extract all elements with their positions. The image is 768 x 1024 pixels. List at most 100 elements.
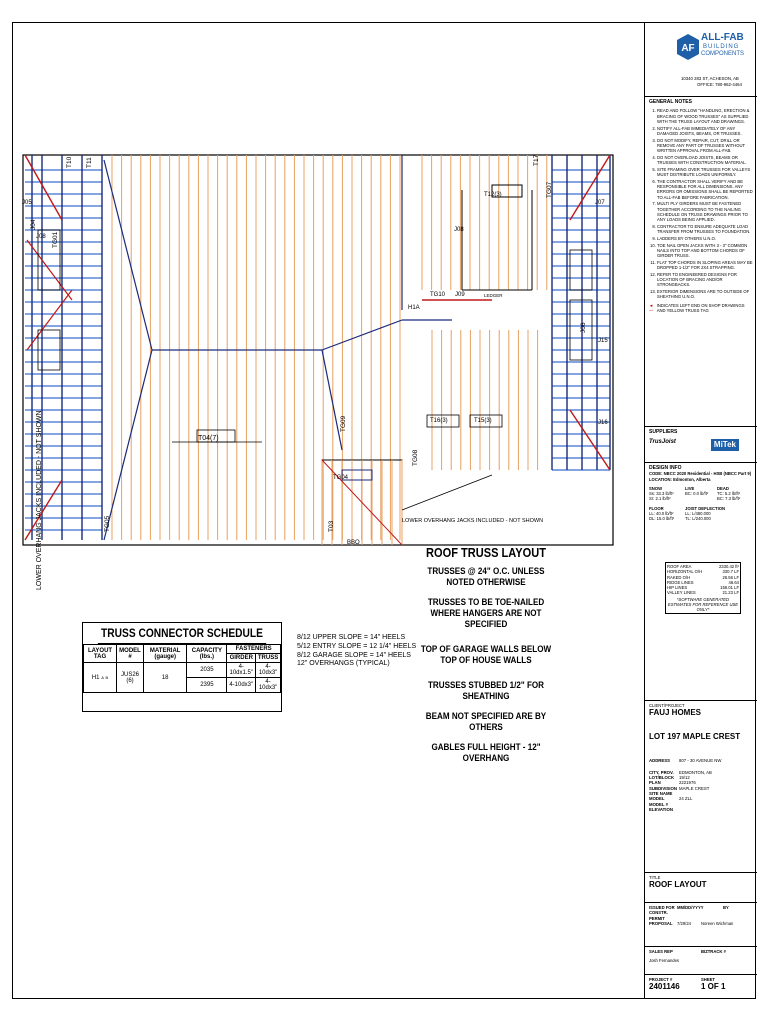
label-bbo: BBO: [347, 540, 360, 546]
general-notes-title: GENERAL NOTES: [649, 99, 692, 105]
list-item: TOE NAIL OPEN JACKS WITH 3 - 3" COMMON N…: [657, 243, 753, 259]
roof-plan: T04(7) T12(3) T16(3) T15(3) TG10 J09 LED…: [22, 150, 614, 550]
project-number: 2401146: [649, 982, 680, 992]
list-item: REFER TO ENGINEERED DESIGNS FOR LOCATION…: [657, 272, 753, 288]
roof-stat-key: RAKED O/H: [667, 574, 691, 580]
company-name-2: BUILDING: [703, 44, 740, 50]
sheet-number: 1 OF 1: [701, 982, 726, 992]
legend-text: INDICATES LEFT END ON SHOP DRAWINGS AND …: [656, 302, 745, 313]
list-item: CONTRACTOR TO ENSURE ADEQUATE LOAD TRANS…: [657, 224, 753, 235]
roof-layout-notes: ROOF TRUSS LAYOUT TRUSSES @ 24" O.C. UNL…: [406, 545, 566, 773]
label-tg10: TG10: [430, 292, 446, 298]
truss-a-cell: 4-10dx3": [255, 662, 281, 678]
hip-line: [321, 349, 343, 451]
label-tg07: TG07: [546, 181, 553, 198]
label-j06: J06: [580, 322, 587, 333]
snow-heading: SNOW: [649, 485, 663, 491]
issued-date-heading: MM/DD/YYYY: [677, 905, 704, 910]
tag-box-t12: [491, 184, 523, 198]
floor-dl: DL: 15.0 lb/ft²: [649, 516, 675, 521]
table-row: H1 A B JUS26 (6) 18 2035 4-10dx1.5" 4-10…: [82, 662, 281, 693]
biztrack-label: BIZTRACK #: [701, 949, 726, 954]
list-item: MULTI PLY GIRDERS MUST BE FASTENED TOGET…: [657, 201, 753, 222]
client-row-key: MODEL: [649, 796, 665, 802]
design-location: LOCATION: Edmonton, Alberta: [649, 476, 711, 482]
drawing-title: ROOF LAYOUT: [649, 880, 707, 890]
client-row-key: ADDRESS: [649, 758, 671, 764]
label-tg04: TG04: [333, 475, 349, 481]
roof-layout-title: ROOF TRUSS LAYOUT: [426, 545, 546, 560]
gauge-cell: 18: [142, 662, 188, 693]
note-oc: TRUSSES @ 24" O.C. UNLESS NOTED OTHERWIS…: [427, 566, 545, 588]
table-row: 2395 4-10dx3" 4-10dx3": [84, 677, 281, 693]
company-name-3: COMPONENTS: [701, 51, 745, 57]
label-t04: T04(7): [198, 435, 219, 442]
col-truss: TRUSS: [255, 653, 281, 663]
client-row-key: SITE NAME: [649, 791, 673, 797]
project-label: PROJECT #: [649, 977, 673, 982]
label-j09: J09: [455, 292, 465, 298]
list-item: EXTERIOR DIMENSIONS ARE TO OUTSIDE OF SH…: [657, 289, 753, 300]
svg-text:AF: AF: [681, 43, 694, 54]
live-heading: LIVE: [685, 485, 695, 491]
label-t10: T10: [66, 156, 73, 168]
tag-sub-a: A: [101, 674, 104, 680]
general-notes: GENERAL NOTES READ AND FOLLOW "HANDLING,…: [645, 96, 757, 426]
hip-line: [103, 349, 153, 541]
joist-tl: TL: L/240.000: [685, 516, 711, 521]
roof-stat-key: HORIZONTAL O/H: [667, 569, 703, 575]
sales-rep-name: Josh Fernandes: [649, 958, 680, 964]
roof-stat-row: ROOF AREA 2330.42 ft²: [667, 564, 739, 569]
model-cell: JUS26 (6): [116, 662, 144, 693]
client-row-key: PLAN: [649, 780, 661, 786]
list-item: READ AND FOLLOW "HANDLING, ERECTION & BR…: [657, 108, 753, 124]
label-j05: J05: [22, 200, 32, 206]
girder-line: [569, 409, 611, 471]
label-t12: T12(3): [484, 192, 502, 198]
col-model: MODEL #: [116, 644, 144, 663]
roof-stat-key: RIDGE LINES: [667, 579, 694, 585]
issued-permit: PERMIT: [649, 915, 665, 921]
roof-stats-note: *SOFTWARE GENERATED ESTIMATES FOR REFERE…: [667, 596, 739, 613]
label-tg05: TG05: [104, 515, 111, 532]
client-project: CLIENT/PROJECT FAUJ HOMES LOT 197 MAPLE …: [645, 700, 757, 850]
girder-line: [24, 154, 63, 221]
suppliers-title: SUPPLIERS: [649, 429, 678, 435]
list-item: DO NOT OVERLOAD JOISTS, BEAMS OR TRUSSES…: [657, 155, 753, 166]
hip-line: [103, 159, 153, 351]
roof-stat-value: 2330.42 ft²: [718, 564, 739, 569]
issued-proposal: PROPOSAL: [649, 920, 673, 926]
tag-box-t16: [426, 414, 460, 428]
client-lot: LOT 197 MAPLE CREST: [649, 732, 741, 742]
cap-a-cell: 2035: [186, 662, 228, 678]
label-j08: J08: [36, 234, 46, 240]
girder-line: [26, 239, 73, 301]
table-row: SITE NAME: [649, 791, 721, 796]
roof-stat-value: 21.23 LF: [722, 590, 739, 596]
heel-note-4: 12" OVERHANGS (TYPICAL): [297, 660, 390, 668]
list-item: SITE FRAMING OVER TRUSSES FOR VALLEYS MU…: [657, 167, 753, 178]
leader-line: [401, 474, 493, 511]
client-row-value: MAPLE CREST: [679, 785, 710, 791]
roof-stat-key: ROOF AREA: [667, 564, 692, 569]
design-info-title: DESIGN INFO: [649, 465, 682, 471]
col-girder: GIRDER: [226, 653, 257, 663]
heel-note-3: 8/12 GARAGE SLOPE = 14" HEELS: [297, 651, 411, 659]
general-notes-list: READ AND FOLLOW "HANDLING, ERECTION & BR…: [649, 108, 753, 299]
sales-rep-label: SALES REP: [649, 949, 673, 954]
truss-b-cell: 4-10dx3": [255, 677, 281, 693]
floor-ll: LL: 40.0 lb/ft²: [649, 510, 674, 516]
hip-line: [321, 319, 403, 351]
dead-tc: TC: 5.2 lb/ft²: [717, 491, 741, 496]
client-row-key: MODEL #: [649, 801, 669, 807]
heel-note-1: 8/12 UPPER SLOPE = 14" HEELS: [297, 634, 406, 641]
girder-line: [569, 154, 611, 221]
client-row-key: LOT/BLOCK: [649, 774, 675, 780]
label-t16: T16(3): [430, 418, 448, 424]
